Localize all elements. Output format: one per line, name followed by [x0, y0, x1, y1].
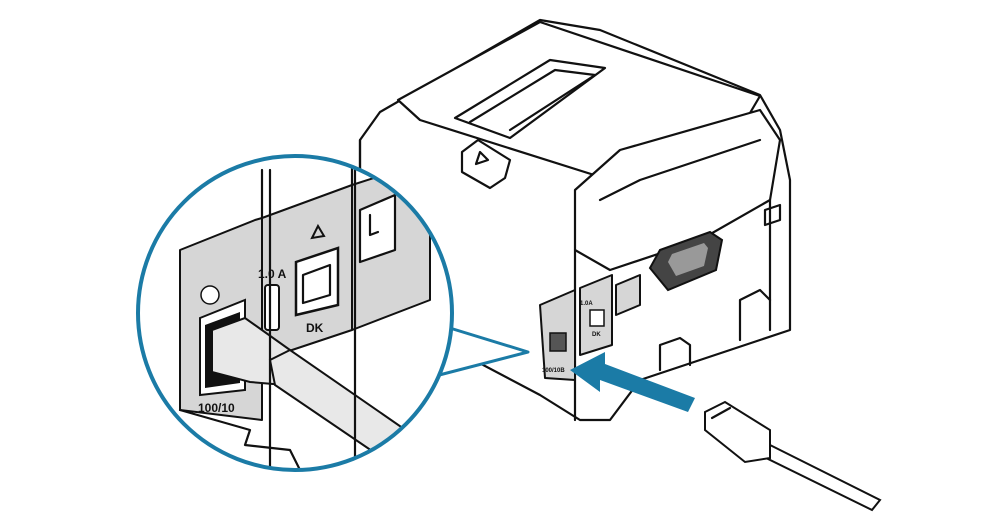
- dk-port-label: DK: [306, 321, 324, 335]
- ethernet-port-small: [549, 332, 567, 352]
- warning-icon: [310, 223, 326, 240]
- dk-port: [294, 246, 340, 317]
- dk-port-label-small: DK: [592, 332, 601, 338]
- magnifier-circle: [136, 154, 454, 472]
- magnified-view: 1.0 A DK 100/10: [136, 154, 454, 472]
- lan-cable-plug: [704, 400, 882, 512]
- ground-screw-icon: [200, 285, 220, 305]
- printer-body: 100/10B 1.0A DK: [358, 18, 792, 422]
- ethernet-port-label: 100/10: [198, 401, 235, 415]
- rear-interface-panel-small: 100/10B 1.0A DK: [539, 274, 641, 381]
- dk-port-small: [589, 309, 605, 327]
- current-rating-label: 1.0 A: [258, 267, 287, 281]
- current-rating-label-small: 1.0A: [580, 301, 593, 307]
- insert-direction-arrow-icon: [570, 352, 695, 412]
- ethernet-port-label-small: 100/10B: [542, 368, 565, 374]
- power-inlet: [648, 230, 724, 292]
